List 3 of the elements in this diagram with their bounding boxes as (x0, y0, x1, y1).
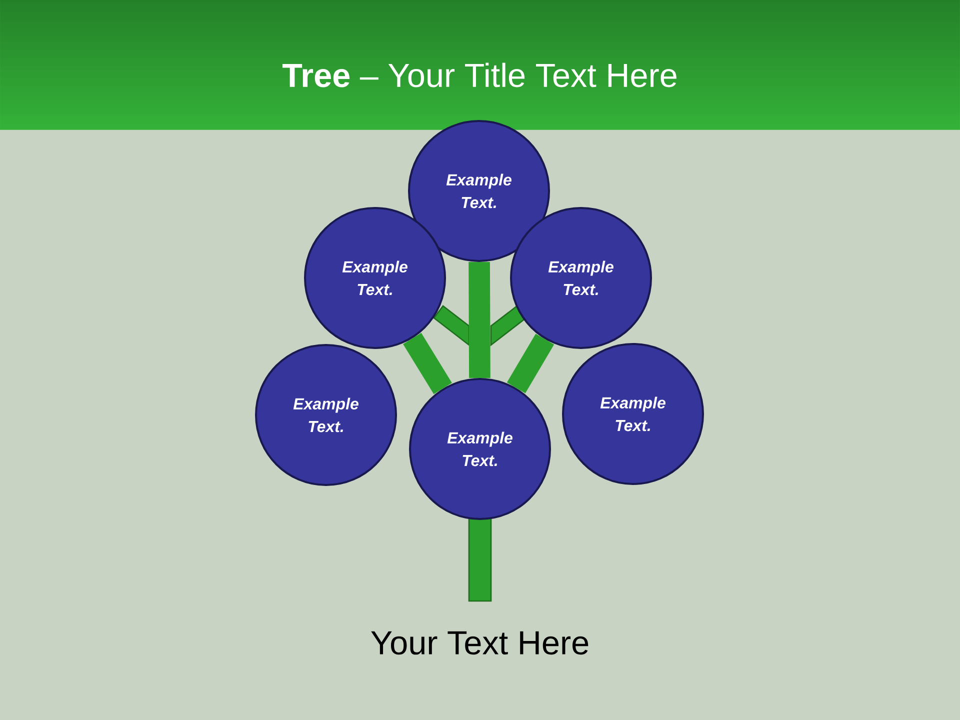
slide-title: Tree – Your Title Text Here (282, 62, 676, 88)
tree-branch (468, 262, 490, 378)
caption-text: Your Text Here (371, 631, 588, 655)
